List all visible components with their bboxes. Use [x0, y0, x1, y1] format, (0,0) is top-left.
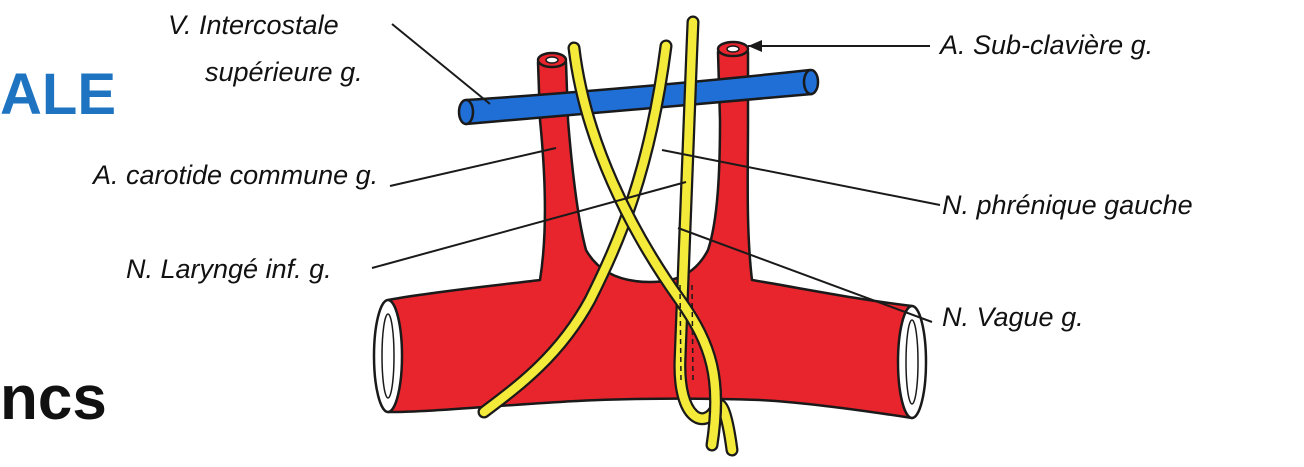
- label-phrenic-nerve: N. phrénique gauche: [942, 190, 1193, 220]
- left-aortic-lumen: [374, 300, 402, 412]
- intercostal-vein-lumen-left: [459, 100, 473, 124]
- leader-carotid: [390, 148, 556, 186]
- right-aortic-lumen: [898, 306, 926, 418]
- carotid-lumen-inner: [546, 57, 558, 63]
- leader-phrenic: [662, 150, 940, 205]
- label-carotid: A. carotide commune g.: [93, 160, 378, 190]
- label-intercostal-vein-line2: supérieure g.: [205, 57, 363, 87]
- subclavian-lumen-inner: [727, 46, 739, 52]
- intercostal-vein-lumen-right: [804, 70, 818, 94]
- label-vagus-nerve: N. Vague g.: [942, 302, 1084, 332]
- label-subclavian: A. Sub-clavière g.: [940, 30, 1153, 60]
- leader-intercostal-vein: [392, 24, 490, 104]
- label-laryngeal-nerve: N. Laryngé inf. g.: [126, 254, 332, 284]
- intercostal-vein-shape: [466, 70, 812, 124]
- leader-subclavian-arrowhead: [748, 40, 762, 52]
- label-intercostal-vein-line1: V. Intercostale: [168, 10, 339, 40]
